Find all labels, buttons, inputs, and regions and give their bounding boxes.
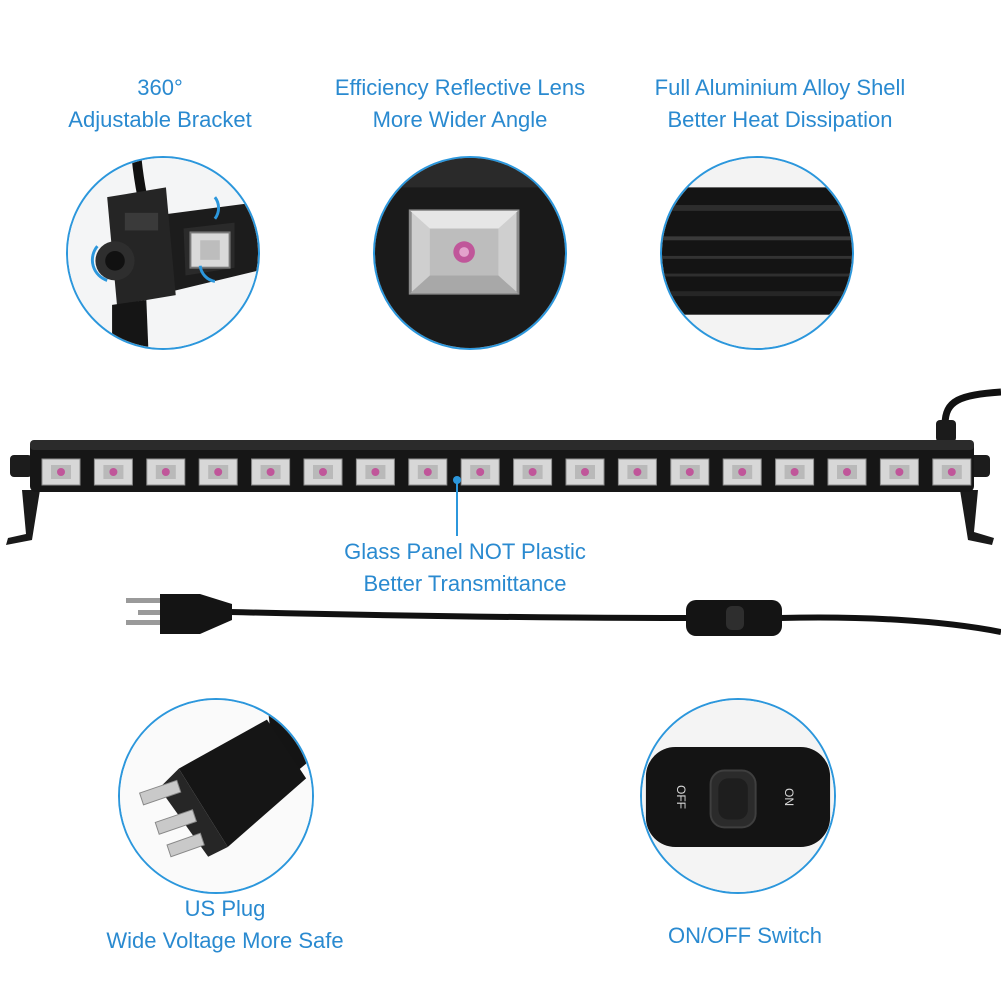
- shell-closeup-icon: [660, 156, 854, 350]
- led-chip: [109, 468, 118, 476]
- caption-bracket: 360° Adjustable Bracket: [40, 72, 280, 136]
- led-chip: [843, 468, 851, 476]
- led-chip: [57, 468, 65, 476]
- caption-plug-line2: Wide Voltage More Safe: [106, 928, 344, 953]
- caption-lens-line1: Efficiency Reflective Lens: [334, 75, 586, 100]
- caption-lens: Efficiency Reflective Lens More Wider An…: [300, 72, 620, 136]
- caption-lens-line2: More Wider Angle: [372, 107, 548, 132]
- led-chip: [528, 468, 537, 476]
- caption-glass-line1: Glass Panel NOT Plastic: [344, 539, 586, 564]
- led-chip: [581, 468, 589, 476]
- caption-shell-line2: Better Heat Dissipation: [667, 107, 893, 132]
- led-chip: [685, 468, 694, 476]
- switch-label-off: OFF: [674, 785, 688, 809]
- caption-switch: ON/OFF Switch: [620, 920, 870, 952]
- plug-closeup-icon: [118, 698, 314, 894]
- caption-bracket-line2: Adjustable Bracket: [68, 107, 252, 132]
- led-chip: [319, 468, 327, 476]
- led-chip: [947, 468, 956, 476]
- led-chip: [895, 468, 904, 476]
- caption-glass: Glass Panel NOT Plastic Better Transmitt…: [300, 536, 630, 600]
- uv-light-bar-icon: [6, 388, 1001, 636]
- bracket-closeup-icon: [66, 156, 260, 350]
- led-module: [670, 458, 710, 486]
- led-chip: [214, 468, 223, 476]
- led-chip: [738, 468, 747, 476]
- switch-closeup-icon: OFF ON: [640, 698, 836, 894]
- caption-glass-line2: Better Transmittance: [363, 571, 567, 596]
- caption-plug-line1: US Plug: [184, 896, 266, 921]
- led-chip: [476, 468, 485, 476]
- led-chip: [266, 468, 275, 476]
- led-chip: [633, 468, 642, 476]
- led-chip: [423, 468, 432, 476]
- caption-shell-line1: Full Aluminium Alloy Shell: [654, 75, 906, 100]
- led-chip: [371, 468, 380, 476]
- led-chip: [161, 468, 170, 476]
- led-chip: [790, 468, 799, 476]
- caption-bracket-line1: 360°: [137, 75, 183, 100]
- lens-closeup-icon: [373, 156, 567, 350]
- caption-switch-line1: ON/OFF Switch: [667, 923, 822, 948]
- caption-plug: US Plug Wide Voltage More Safe: [70, 893, 380, 957]
- switch-label-on: ON: [782, 788, 796, 806]
- caption-shell: Full Aluminium Alloy Shell Better Heat D…: [620, 72, 940, 136]
